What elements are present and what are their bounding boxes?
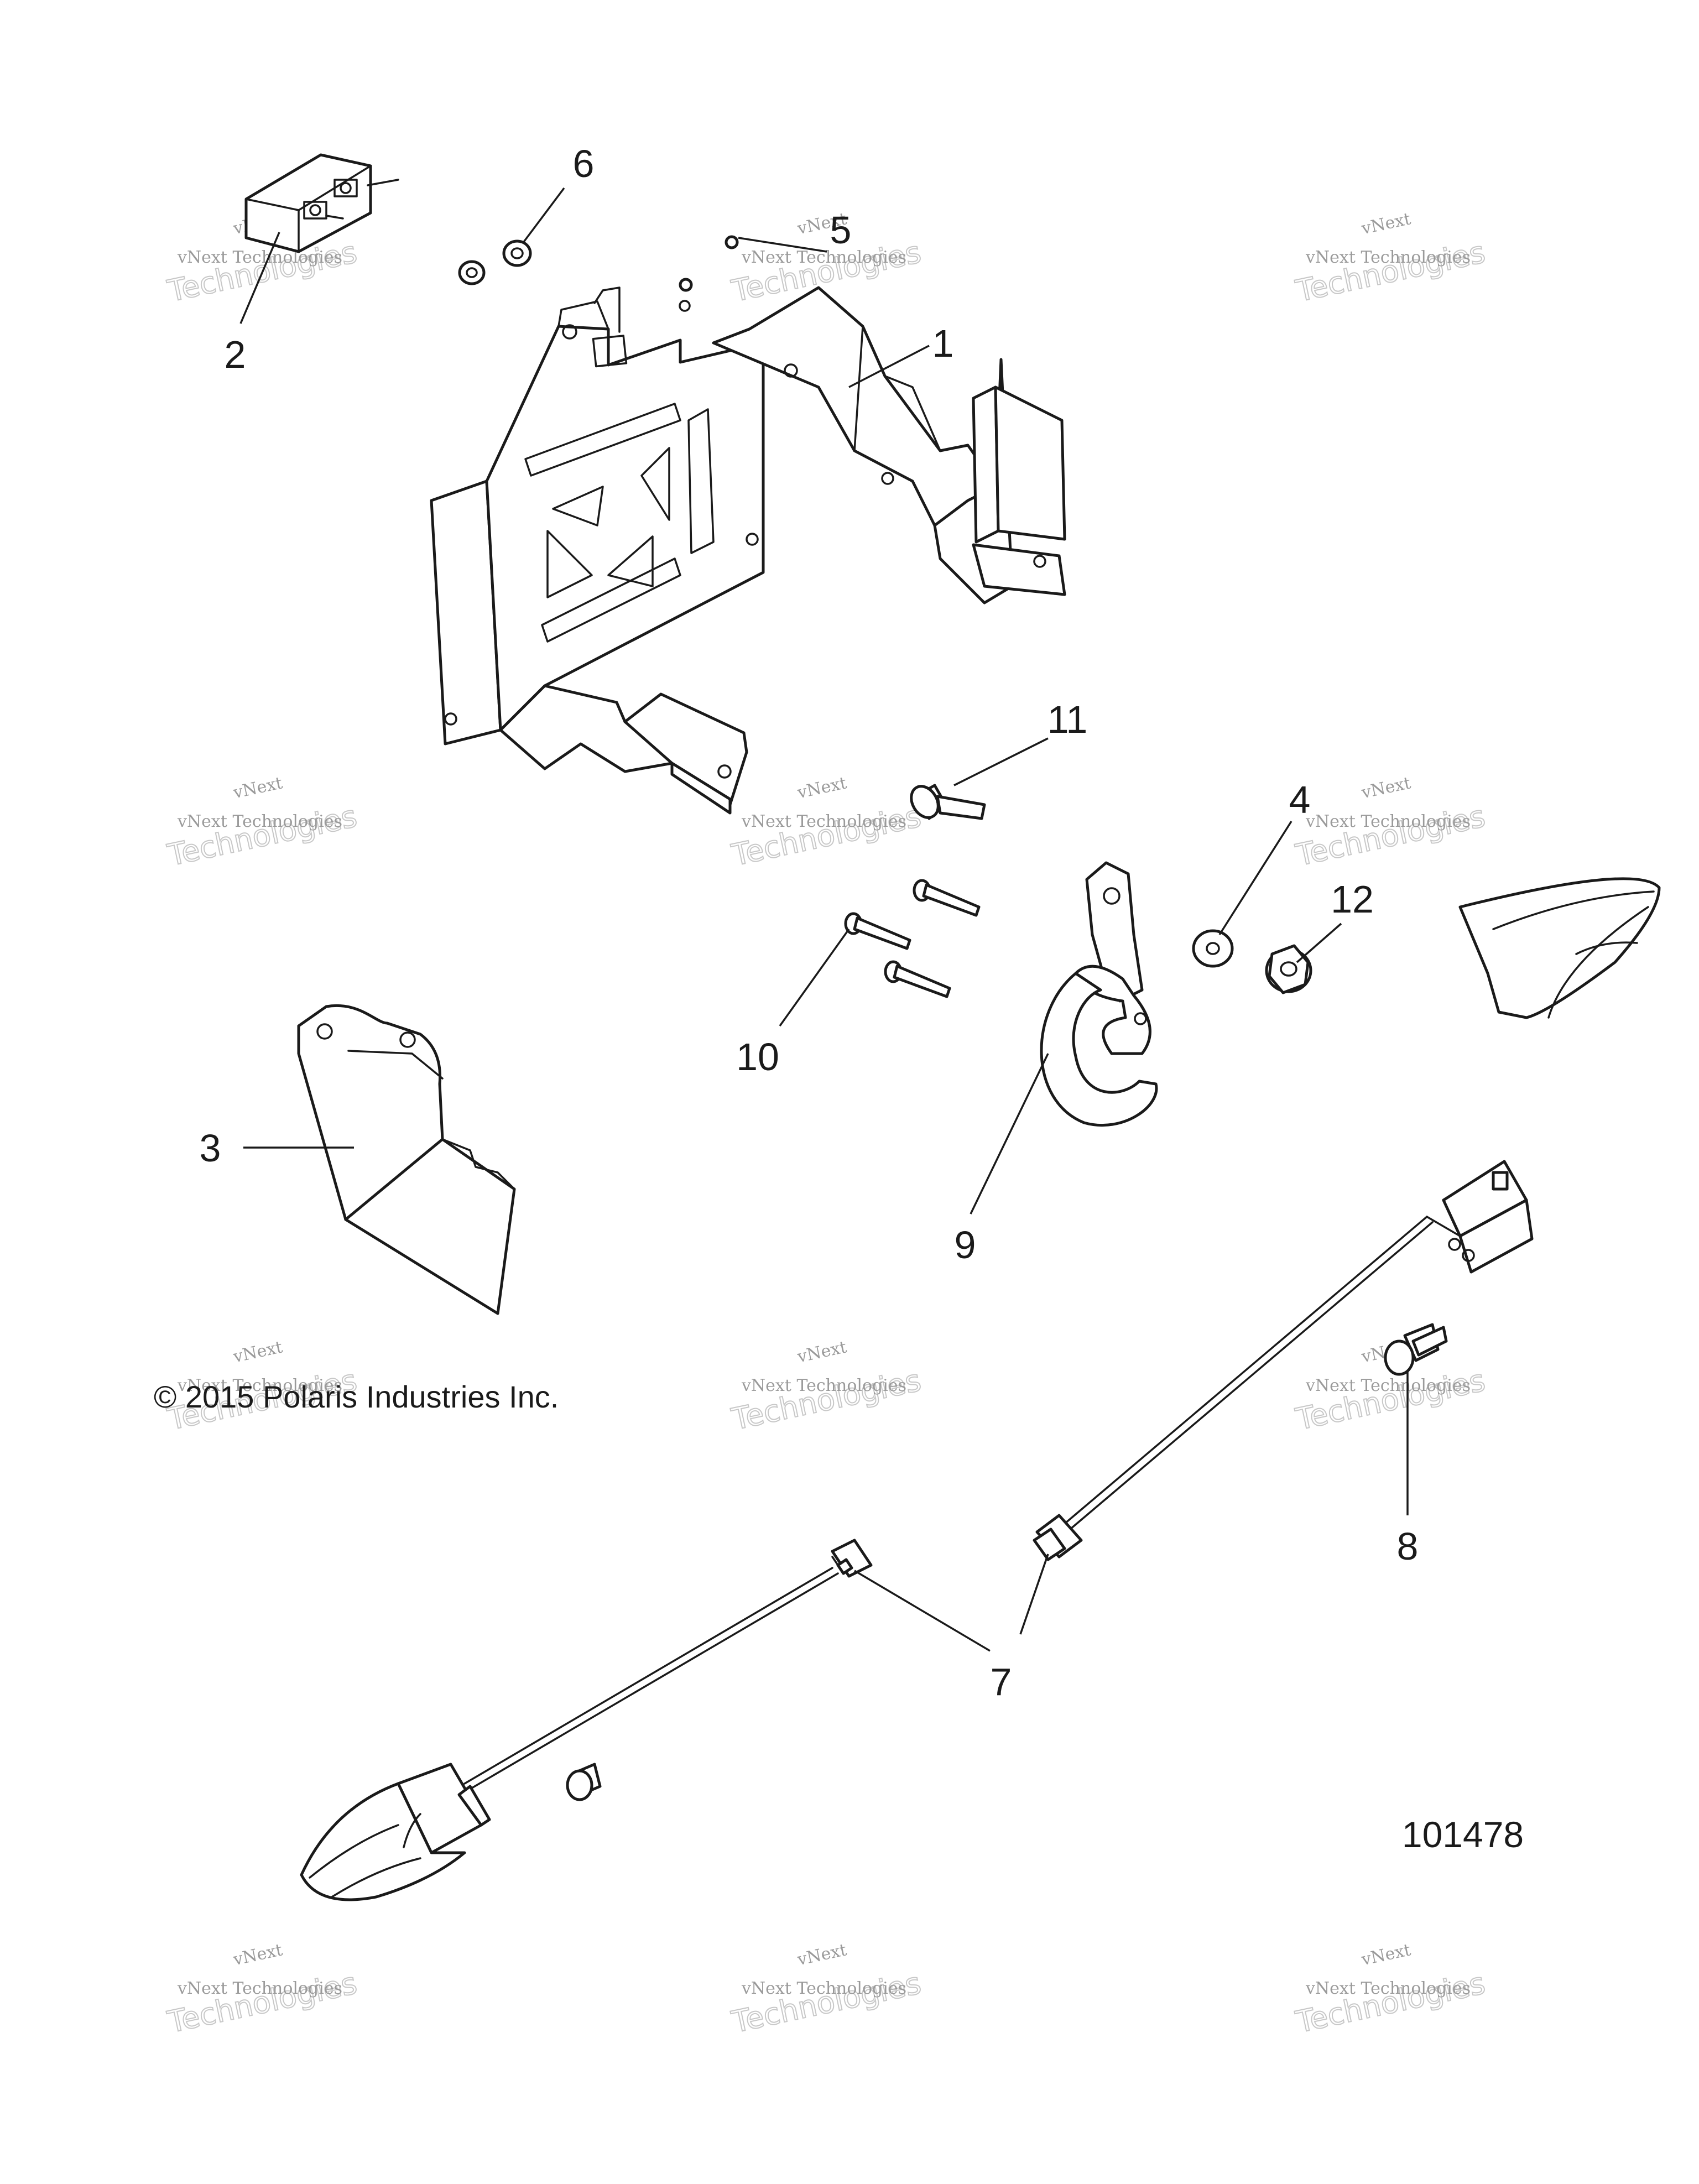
watermark-large-text: Technologies [1293, 799, 1488, 873]
callout-labels: 1 2 3 4 5 6 7 8 9 10 11 12 [200, 142, 1419, 1703]
watermark-large-text: Technologies [164, 799, 359, 873]
part-2-relay [244, 153, 399, 253]
watermark-small-text: vNext Technologies [177, 1979, 342, 1998]
watermark-word: vNext [1359, 209, 1413, 238]
watermark-small-text: vNext Technologies [1305, 1979, 1471, 1998]
watermark-word: vNext [795, 773, 848, 802]
callout-9: 9 [955, 1223, 976, 1266]
watermark-small-text: vNext Technologies [177, 812, 342, 831]
callout-4: 4 [1289, 778, 1311, 821]
callout-8: 8 [1397, 1525, 1419, 1568]
watermark-small-text: vNext Technologies [1305, 1376, 1471, 1395]
callout-2: 2 [225, 333, 246, 376]
watermark-word: vNext [231, 1337, 284, 1367]
part-8-push-rivet [1384, 1323, 1448, 1376]
watermark-small-text: vNext Technologies [177, 1376, 342, 1395]
watermark-word: vNext [231, 1940, 284, 1969]
callout-7: 7 [991, 1660, 1012, 1703]
watermark-small-text: vNext Technologies [741, 812, 906, 831]
callout-3: 3 [200, 1127, 221, 1170]
watermark-small-text: vNext Technologies [1305, 248, 1471, 267]
watermark-large-text: Technologies [1293, 1966, 1488, 2040]
watermark-large-text: Technologies [1293, 1363, 1488, 1437]
part-9-mount-bracket [1040, 861, 1158, 1127]
watermark-small-text: vNext Technologies [177, 248, 342, 267]
callout-5: 5 [830, 209, 852, 252]
watermark-word: vNext [1359, 773, 1413, 802]
watermark-word: vNext [795, 1337, 848, 1367]
leader-lines [239, 187, 1409, 1652]
watermark-large-text: Technologies [728, 1966, 924, 2040]
watermark-small-text: vNext Technologies [741, 1979, 906, 1998]
watermark-word: vNext [1359, 1940, 1413, 1969]
part-4-washer [1192, 929, 1234, 968]
callout-10: 10 [736, 1035, 779, 1078]
watermark-large-text: Technologies [164, 1966, 359, 2040]
callout-11: 11 [1047, 698, 1088, 741]
watermark-word: vNext [795, 1940, 848, 1969]
watermark-small-text: vNext Technologies [1305, 812, 1471, 831]
part-10-screws [844, 879, 981, 998]
part-5-small-nuts [679, 235, 739, 292]
callout-1: 1 [932, 322, 954, 365]
part-11-bolt [910, 784, 986, 820]
watermark-word: vNext [231, 773, 284, 802]
part-7-turn-signal-upper [1033, 877, 1661, 1561]
figure-number: 101478 [1402, 1814, 1524, 1855]
part-7-turn-signal-lower [300, 1539, 873, 1901]
watermark-large-text: Technologies [728, 1363, 924, 1437]
copyright-notice: © 2015 Polaris Industries Inc. [154, 1379, 559, 1414]
callout-6: 6 [573, 142, 595, 185]
part-3-guard-plate [297, 1004, 516, 1315]
watermark-large-text: Technologies [728, 799, 924, 873]
part-1-license-bracket [430, 286, 1066, 815]
callout-12: 12 [1331, 878, 1374, 921]
watermark-large-text: Technologies [1293, 234, 1488, 309]
part-6-nuts [458, 239, 532, 285]
part-12-flange-nut [1265, 944, 1312, 994]
watermark-small-text: vNext Technologies [741, 1376, 906, 1395]
